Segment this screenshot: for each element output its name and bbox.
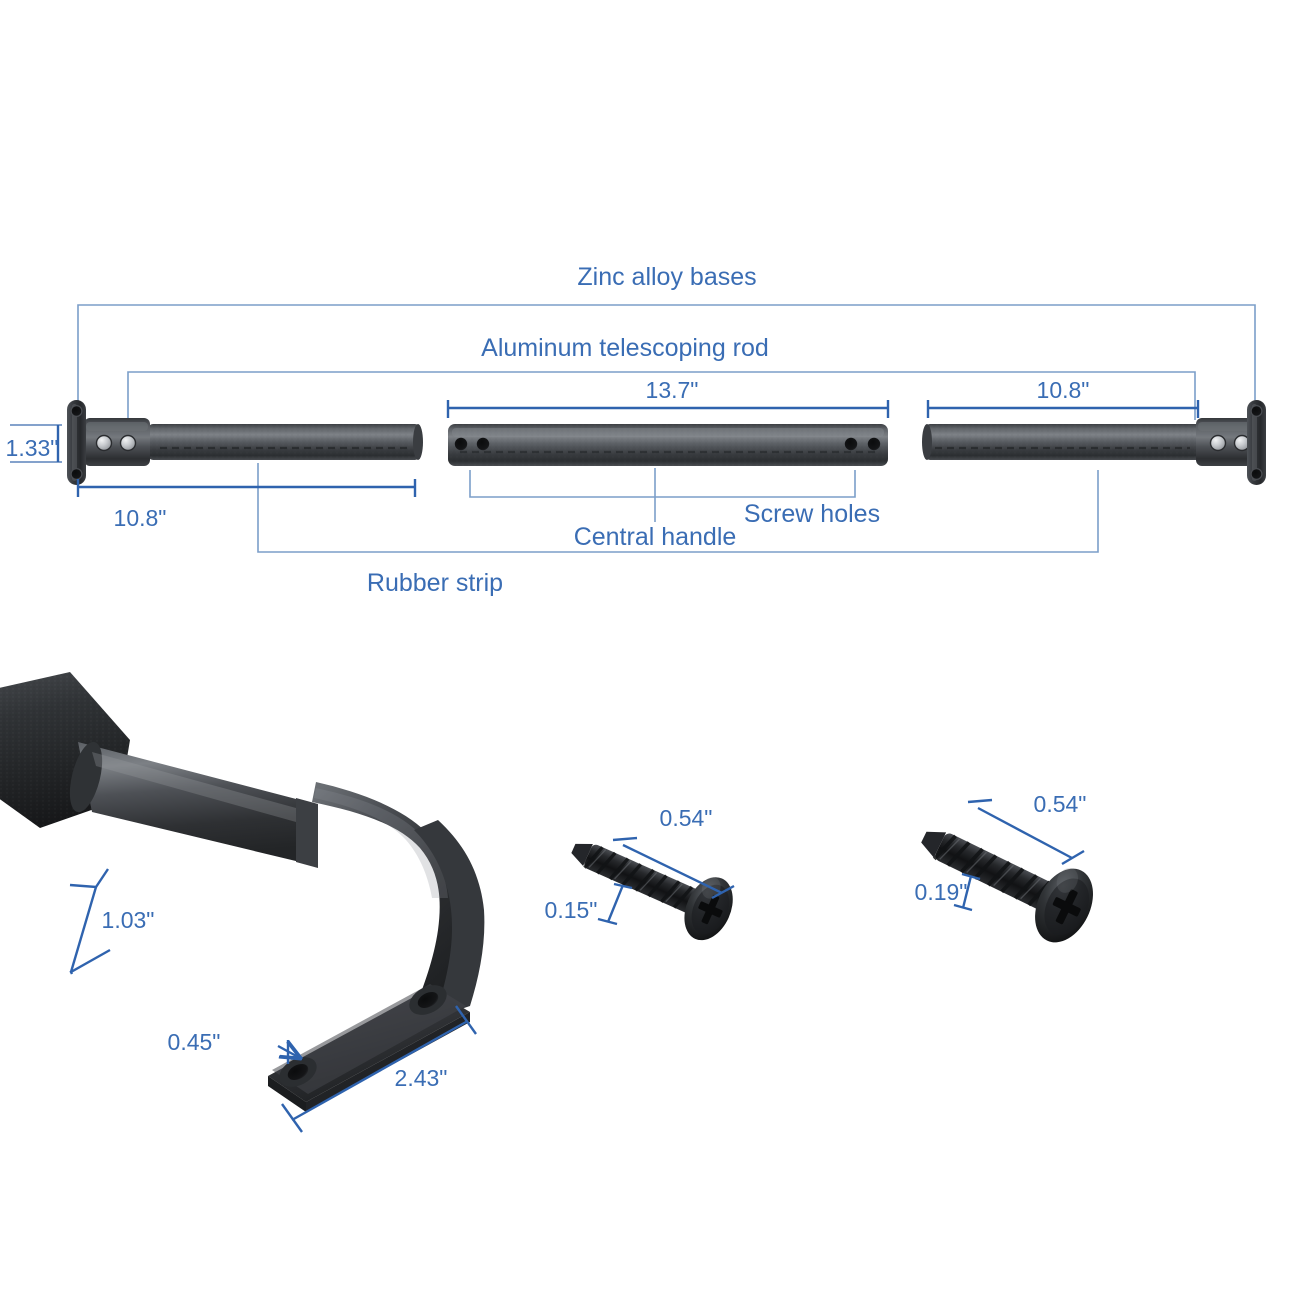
dimension-screw-b-length xyxy=(967,798,1085,866)
dimension-base-height xyxy=(10,424,62,463)
screw-hole xyxy=(844,437,858,451)
callout-screw-holes xyxy=(469,470,856,498)
dimension-screw-a-length xyxy=(612,836,735,900)
dimension-base-width xyxy=(281,1005,477,1133)
screw-hole xyxy=(454,437,468,451)
dim-base-width: 2.43" xyxy=(395,1065,448,1091)
part-center-handle xyxy=(448,424,888,466)
dim-center-handle-length: 13.7" xyxy=(646,377,699,403)
part-left-rod xyxy=(67,400,423,485)
dimension-base-thickness xyxy=(277,1040,300,1064)
dimension-left-rod-length xyxy=(76,479,417,497)
screw-hole xyxy=(476,437,490,451)
zinc-alloy-base-plate xyxy=(1247,400,1266,485)
zinc-alloy-base-plate xyxy=(67,400,86,485)
callout-rubber-strip xyxy=(257,463,1099,553)
dimension-right-rod-length xyxy=(926,400,1200,418)
dim-base-height: 1.33" xyxy=(6,435,59,461)
label-central-handle: Central handle xyxy=(574,523,737,551)
dimension-handle-height xyxy=(69,868,111,975)
part-screw-small xyxy=(571,843,733,941)
label-screw-holes: Screw holes xyxy=(744,500,880,528)
callout-aluminum-rod xyxy=(127,371,1196,443)
dim-screw-a-length: 0.54" xyxy=(660,805,713,831)
label-aluminum-rod: Aluminum telescoping rod xyxy=(481,334,769,362)
dim-screw-a-diameter: 0.15" xyxy=(545,897,598,923)
set-screw xyxy=(95,434,113,452)
dim-screw-b-length: 0.54" xyxy=(1034,791,1087,817)
dimension-center-handle-length xyxy=(446,400,890,418)
mounting-hole xyxy=(70,468,83,481)
set-screw xyxy=(119,434,137,452)
set-screw xyxy=(1209,434,1227,452)
dimension-screw-a-diameter xyxy=(597,882,633,926)
screw-hole xyxy=(867,437,881,451)
mounting-hole xyxy=(1250,468,1263,481)
dim-screw-b-diameter: 0.19" xyxy=(915,879,968,905)
label-rubber-strip: Rubber strip xyxy=(367,569,503,597)
part-handle-3d-view xyxy=(0,672,485,1112)
dim-handle-height: 1.03" xyxy=(102,907,155,933)
dim-base-thickness: 0.45" xyxy=(168,1029,221,1055)
part-right-rod xyxy=(922,400,1266,485)
dimension-screw-b-diameter xyxy=(953,872,981,912)
part-screw-large xyxy=(921,831,1093,943)
mounting-hole xyxy=(1250,405,1263,418)
dim-right-rod-length: 10.8" xyxy=(1037,377,1090,403)
callout-zinc-alloy-bases xyxy=(77,304,1256,480)
mounting-hole xyxy=(70,405,83,418)
label-zinc-alloy-bases: Zinc alloy bases xyxy=(577,263,756,291)
dim-left-rod-length: 10.8" xyxy=(114,505,167,531)
